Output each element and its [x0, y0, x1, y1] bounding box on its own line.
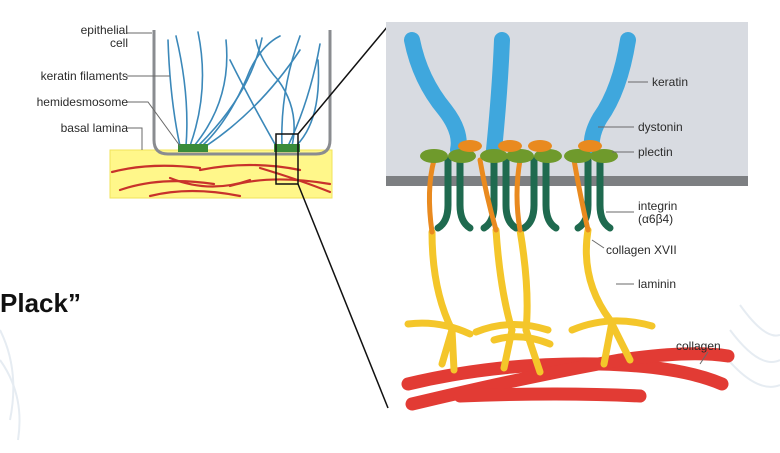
label-keratin: keratin — [652, 75, 689, 89]
label-integrin-line2: (α6β4) — [638, 212, 674, 226]
label-dystonin: dystonin — [638, 120, 683, 134]
zoom-line-bottom — [297, 183, 389, 409]
label-integrin-line1: integrin — [638, 199, 678, 213]
label-epithelial-cell-line1: epithelial — [80, 23, 128, 37]
collagen-xvii-molecules — [426, 157, 591, 235]
keratin-filaments — [404, 32, 636, 158]
label-epithelial-cell-line2: cell — [109, 36, 128, 50]
label-epithelial-cell: epithelial cell — [81, 24, 128, 50]
label-laminin: laminin — [638, 277, 677, 291]
plectin-plaque — [420, 149, 618, 163]
label-integrin: integrin (α6β4) — [638, 200, 677, 226]
label-collagen: collagen — [676, 339, 721, 353]
overview-hemidesmosome-left — [178, 144, 208, 152]
overview-hemidesmosome-right — [274, 144, 300, 152]
zoom-line-top — [297, 25, 389, 135]
epithelial-cell-outline — [152, 30, 332, 156]
label-hemidesmosome: hemidesmosome — [36, 95, 128, 109]
zoom-box — [275, 133, 299, 185]
overview-keratin-filaments — [167, 31, 321, 147]
detail-diagram — [386, 22, 748, 411]
laminin-molecules — [404, 226, 656, 376]
detail-leaders — [591, 81, 709, 365]
overview-diagram — [109, 30, 333, 199]
label-collagen-xvii: collagen XVII — [606, 243, 677, 257]
basal-lamina-band — [109, 149, 333, 199]
overview-leaders — [127, 32, 181, 150]
plasma-membrane — [386, 176, 748, 186]
label-keratin-filaments: keratin filaments — [40, 69, 128, 83]
label-plectin: plectin — [638, 145, 673, 159]
label-basal-lamina: basal lamina — [60, 121, 128, 135]
dystonin-plaque — [458, 140, 602, 152]
slide-text-fragment: Plack” — [0, 288, 81, 318]
